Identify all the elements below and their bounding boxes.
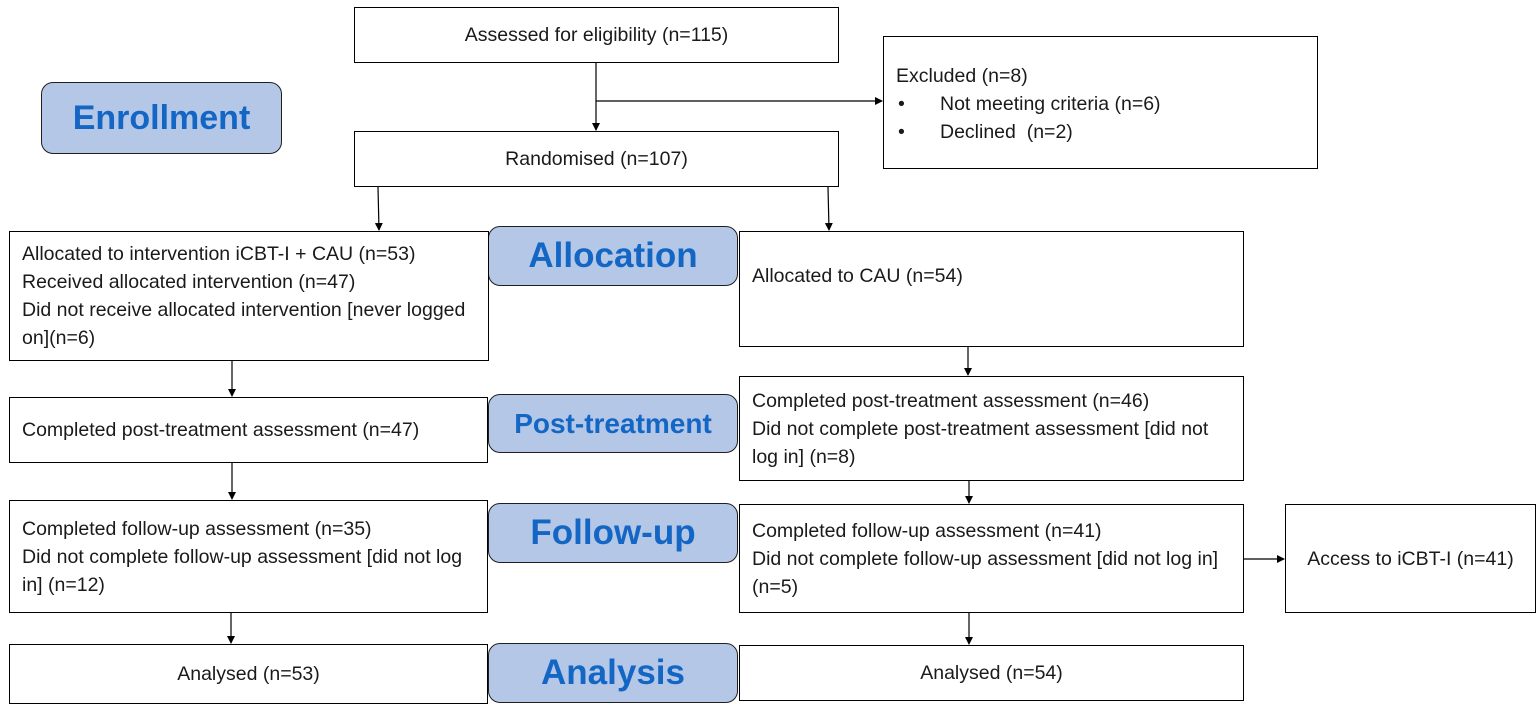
stage-allocation: Allocation — [488, 226, 738, 286]
intervention-allocated-text: Allocated to intervention iCBT-I + CAU (… — [22, 243, 416, 265]
intervention-follow-up-completed-text: Completed follow-up assessment (n=35) — [22, 517, 372, 540]
cau-access-text: Access to iCBT-I (n=41) — [1307, 547, 1514, 570]
stage-analysis: Analysis — [488, 643, 738, 703]
arrow-randomised-to-intervention — [374, 186, 383, 231]
stage-follow-up: Follow-up — [488, 503, 738, 563]
cau-analysed-box: Analysed (n=54) — [739, 645, 1244, 701]
excluded-list: • Not meeting criteria (n=6) • Declined … — [896, 90, 1307, 146]
excluded-box: Excluded (n=8) • Not meeting criteria (n… — [883, 36, 1318, 169]
intervention-received-text: Received allocated intervention (n=47) — [22, 271, 356, 293]
bullet-icon: • — [898, 121, 905, 143]
cau-follow-up-missing-text: Did not complete follow-up assessment [d… — [752, 547, 1219, 598]
randomised-text: Randomised (n=107) — [505, 148, 688, 170]
cau-post-treatment-missing-text: Did not complete post-treatment assessme… — [752, 417, 1209, 468]
intervention-follow-up-box: Completed follow-up assessment (n=35) Di… — [9, 500, 488, 613]
stage-allocation-label: Allocation — [528, 236, 698, 275]
excluded-item: • Not meeting criteria (n=6) — [896, 90, 1307, 118]
excluded-item-text: Declined (n=2) — [940, 121, 1073, 143]
intervention-post-treatment-text: Completed post-treatment assessment (n=4… — [22, 419, 420, 441]
randomised-box: Randomised (n=107) — [354, 131, 839, 187]
stage-enrollment: Enrollment — [41, 82, 282, 154]
cau-allocation-box: Allocated to CAU (n=54) — [739, 231, 1244, 347]
excluded-item-text: Not meeting criteria (n=6) — [940, 93, 1161, 115]
stage-post-treatment-label: Post-treatment — [514, 407, 712, 439]
cau-analysed-text: Analysed (n=54) — [920, 662, 1063, 684]
intervention-follow-up-missing-text: Did not complete follow-up assessment [d… — [22, 545, 463, 596]
stage-enrollment-label: Enrollment — [72, 98, 251, 137]
excluded-item: • Declined (n=2) — [896, 118, 1307, 146]
assessed-text: Assessed for eligibility (n=115) — [464, 24, 729, 46]
cau-follow-up-box: Completed follow-up assessment (n=41) Di… — [739, 504, 1244, 613]
cau-allocated-text: Allocated to CAU (n=54) — [752, 265, 963, 287]
assessed-box: Assessed for eligibility (n=115) — [354, 7, 839, 63]
stage-post-treatment: Post-treatment — [488, 394, 738, 453]
intervention-analysed-text: Analysed (n=53) — [177, 663, 320, 685]
cau-post-treatment-completed-text: Completed post-treatment assessment (n=4… — [752, 389, 1150, 412]
cau-follow-up-completed-text: Completed follow-up assessment (n=41) — [752, 519, 1102, 542]
cau-access-box: Access to iCBT-I (n=41) — [1285, 504, 1536, 613]
intervention-allocation-box: Allocated to intervention iCBT-I + CAU (… — [9, 231, 489, 361]
intervention-analysed-box: Analysed (n=53) — [9, 644, 488, 704]
excluded-title: Excluded (n=8) — [896, 65, 1028, 87]
cau-post-treatment-box: Completed post-treatment assessment (n=4… — [739, 376, 1244, 481]
arrow-randomised-to-cau — [824, 186, 833, 231]
intervention-not-received-text: Did not receive allocated intervention [… — [22, 299, 466, 349]
intervention-post-treatment-box: Completed post-treatment assessment (n=4… — [9, 397, 488, 463]
bullet-icon: • — [898, 93, 905, 115]
stage-follow-up-label: Follow-up — [530, 513, 696, 552]
stage-analysis-label: Analysis — [541, 653, 685, 692]
